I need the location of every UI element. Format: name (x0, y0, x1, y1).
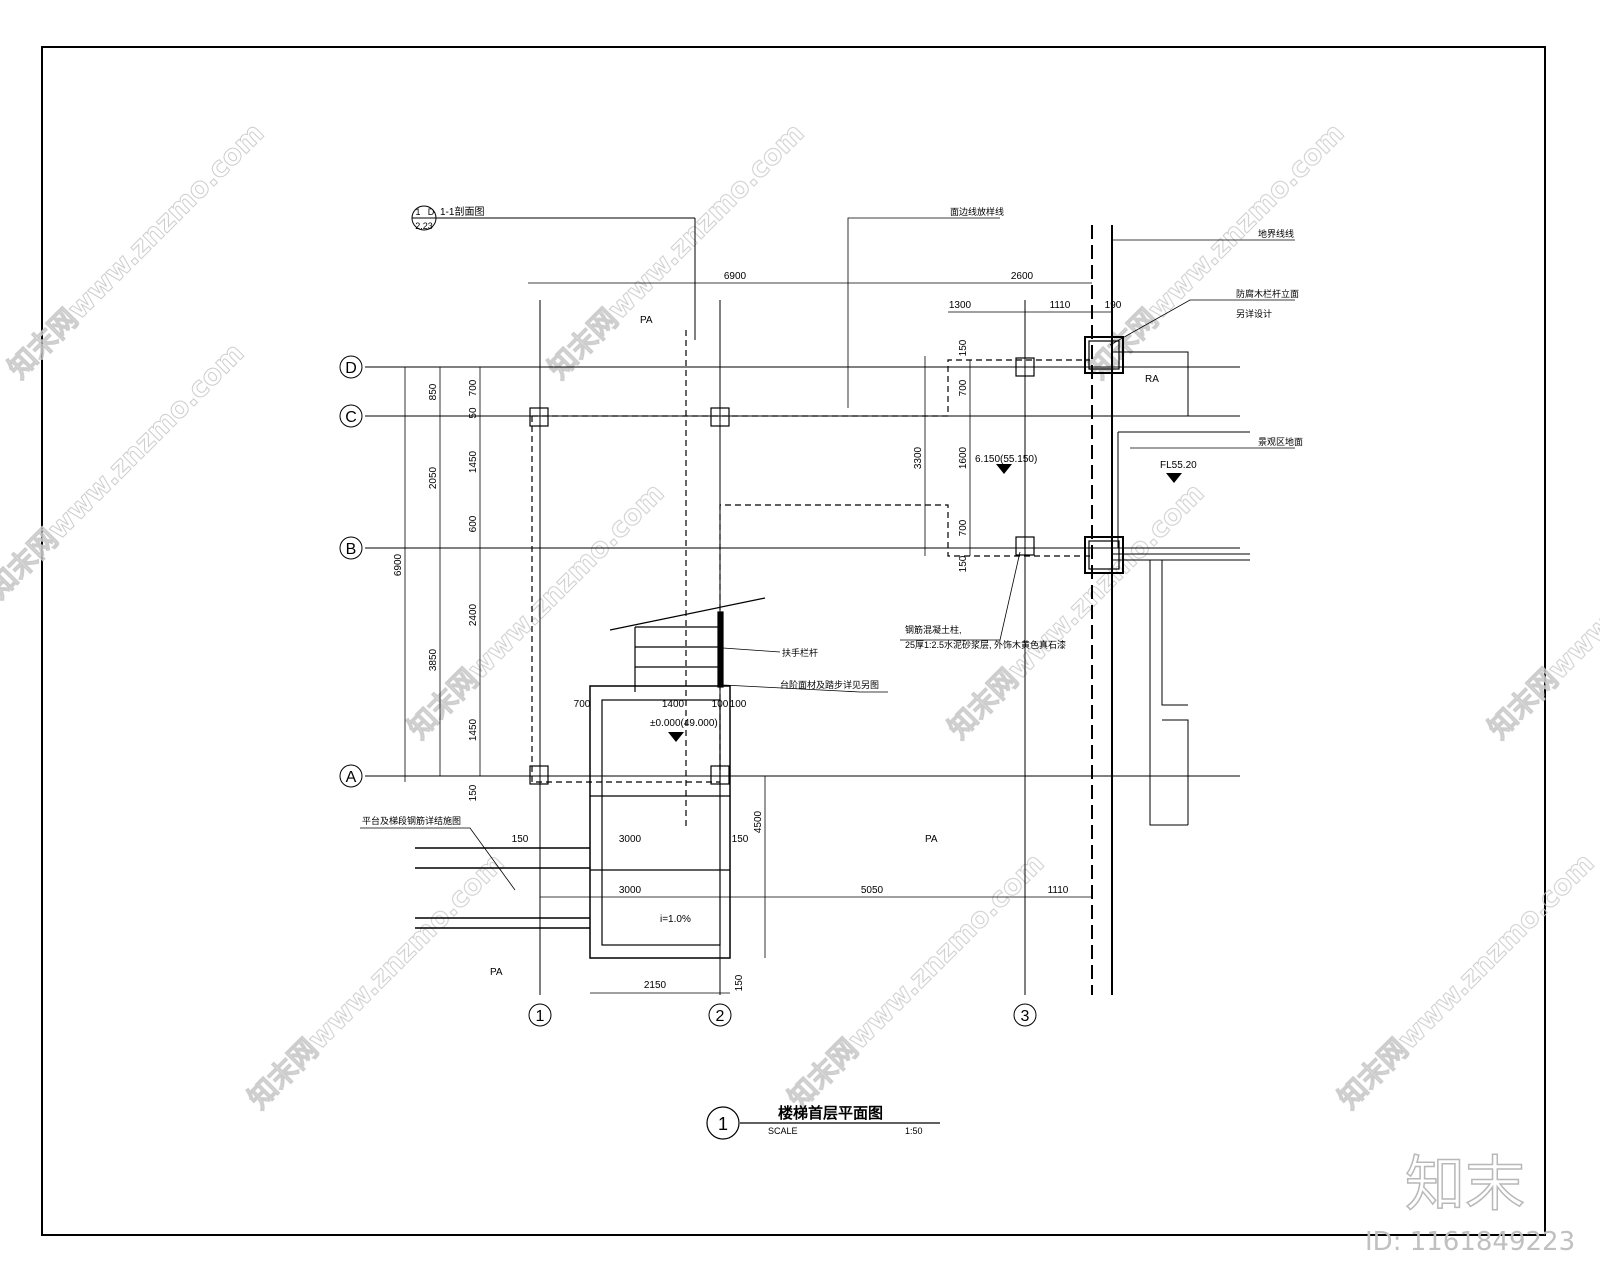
axis-bubbles: D C B A 1 2 3 (339, 355, 1037, 1027)
axis-bubble-d (339, 355, 363, 379)
svg-text:钢筋混凝土柱,: 钢筋混凝土柱, (905, 624, 962, 635)
drawing-title: 楼梯首层平面图 (778, 1104, 883, 1122)
axis-bubble-b (339, 536, 363, 560)
svg-text:100: 100 (712, 699, 729, 710)
svg-text:50: 50 (468, 407, 479, 419)
axis-label-d: D (345, 360, 357, 377)
axis-bubble-3 (1013, 1003, 1037, 1027)
axis-bubble-1 (528, 1003, 552, 1027)
zone-label: PA (640, 315, 653, 326)
svg-text:1: 1 (415, 207, 420, 217)
columns (529, 336, 1124, 785)
svg-text:景观区地面: 景观区地面 (1258, 436, 1303, 447)
watermark-text: 知末网www.znzmo.com (0, 336, 250, 605)
svg-text:700: 700 (468, 379, 479, 396)
axis-label-b: B (346, 541, 357, 558)
watermark-text: 知末网www.znzmo.com (1332, 846, 1600, 1115)
axis-bubble-2 (708, 1003, 732, 1027)
svg-text:2050: 2050 (428, 466, 439, 489)
svg-text:2600: 2600 (1011, 271, 1034, 282)
level-fl: FL55.20 (1160, 460, 1197, 471)
scale-label: SCALE (768, 1126, 798, 1136)
zone-label: RA (1145, 374, 1159, 385)
watermark-layer: 知末网www.znzmo.com 知末网www.znzmo.com 知末网www… (0, 116, 1600, 1116)
svg-text:5050: 5050 (861, 885, 884, 896)
svg-text:3850: 3850 (428, 648, 439, 671)
svg-text:600: 600 (468, 515, 479, 532)
svg-text:100: 100 (730, 699, 747, 710)
svg-text:2400: 2400 (468, 603, 479, 626)
svg-text:25厚1:2.5水泥砂浆层, 外饰木黄色真石漆: 25厚1:2.5水泥砂浆层, 外饰木黄色真石漆 (905, 639, 1066, 650)
svg-text:850: 850 (428, 383, 439, 400)
watermark-text: 知末网www.znzmo.com (402, 476, 671, 745)
svg-text:1450: 1450 (468, 450, 479, 473)
svg-text:150: 150 (468, 784, 479, 801)
svg-text:1110: 1110 (1048, 885, 1069, 896)
axis-label-1: 1 (536, 1008, 545, 1025)
watermark-id: ID: 1161849223 (1365, 1227, 1575, 1257)
watermark-text: 知末网www.znzmo.com (1082, 116, 1351, 385)
drawing-number: 1 (718, 1114, 728, 1134)
svg-text:150: 150 (734, 974, 745, 991)
svg-text:1300: 1300 (949, 300, 972, 311)
section-reference: 1 D 2.23 1-1剖面图 (411, 205, 696, 340)
annotations (360, 217, 1295, 891)
svg-text:1110: 1110 (1050, 300, 1071, 311)
svg-text:扶手栏杆: 扶手栏杆 (782, 647, 818, 658)
watermark-logo: 知末 (1405, 1150, 1525, 1220)
watermark-text: 知末网www.znzmo.com (782, 846, 1051, 1115)
svg-text:700: 700 (958, 519, 969, 536)
svg-text:地界线线: 地界线线 (1258, 228, 1294, 239)
svg-text:防腐木栏杆立面: 防腐木栏杆立面 (1236, 288, 1299, 299)
annotation-texts: 面边线放样线 地界线线 防腐木栏杆立面 另详设计 景观区地面 扶手栏杆 台阶面材… (362, 206, 1303, 826)
svg-text:3300: 3300 (913, 446, 924, 469)
svg-text:1450: 1450 (468, 718, 479, 741)
level-platform: 6.150(55.150) (975, 454, 1037, 465)
level-ground: ±0.000(49.000) (650, 718, 718, 729)
axis-bubble-c (339, 404, 363, 428)
axis-bubble-a (339, 764, 363, 788)
svg-text:1-1剖面图: 1-1剖面图 (440, 205, 484, 218)
scale-value: 1:50 (905, 1126, 923, 1136)
axis-label-c: C (345, 409, 357, 426)
stair-block (589, 597, 766, 959)
svg-text:150: 150 (732, 834, 749, 845)
svg-text:6900: 6900 (393, 553, 404, 576)
svg-text:2.23: 2.23 (415, 221, 433, 231)
slope-label: i=1.0% (660, 914, 691, 925)
svg-text:4500: 4500 (753, 810, 764, 833)
zone-label: PA (490, 967, 503, 978)
watermark-text: 知末网www.znzmo.com (242, 846, 511, 1115)
svg-text:3000: 3000 (619, 834, 642, 845)
axis-label-3: 3 (1021, 1008, 1030, 1025)
svg-text:D: D (428, 207, 435, 217)
svg-text:700: 700 (574, 699, 591, 710)
drawing-frame (41, 46, 1546, 1236)
svg-text:3000: 3000 (619, 885, 642, 896)
svg-text:另详设计: 另详设计 (1236, 308, 1272, 319)
axis-label-a: A (346, 769, 357, 786)
svg-text:150: 150 (512, 834, 529, 845)
svg-text:150: 150 (958, 555, 969, 572)
svg-text:台阶面材及踏步详见另图: 台阶面材及踏步详见另图 (780, 679, 879, 690)
svg-text:190: 190 (1105, 300, 1122, 311)
svg-text:150: 150 (958, 339, 969, 356)
zone-label: PA (925, 834, 938, 845)
dimension-labels: 6900 2600 1300 1110 190 6900 850 2050 38… (393, 271, 1122, 991)
svg-text:1600: 1600 (958, 446, 969, 469)
svg-text:700: 700 (958, 379, 969, 396)
watermark-text: 知末网www.znzmo.com (1482, 476, 1600, 745)
watermark-text: 知末网www.znzmo.com (542, 116, 811, 385)
svg-text:平台及梯段钢筋详结施图: 平台及梯段钢筋详结施图 (362, 815, 461, 826)
svg-text:6900: 6900 (724, 271, 747, 282)
level-marks: ±0.000(49.000) 6.150(55.150) FL55.20 i=1… (650, 454, 1197, 925)
svg-text:1400: 1400 (662, 699, 685, 710)
axis-label-2: 2 (716, 1008, 725, 1025)
drawing-title-block: 1 楼梯首层平面图 SCALE 1:50 (706, 1104, 940, 1140)
svg-text:2150: 2150 (644, 980, 667, 991)
svg-text:面边线放样线: 面边线放样线 (950, 206, 1004, 217)
drawing-number-bubble (706, 1106, 740, 1140)
